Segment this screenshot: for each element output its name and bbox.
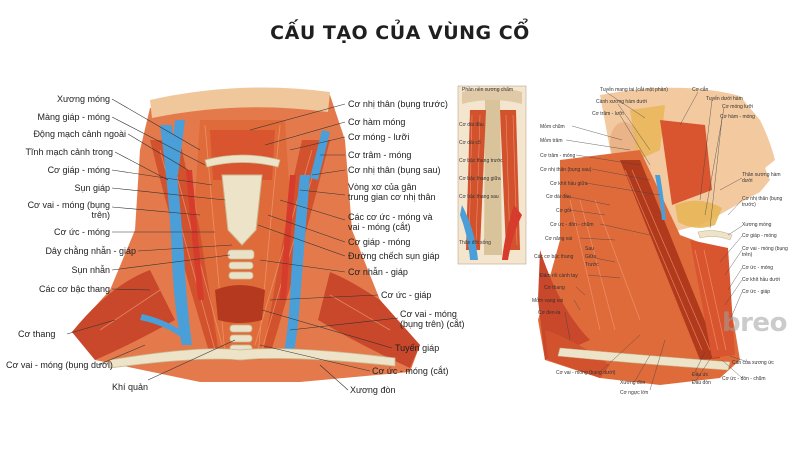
rd-right-4: Cơ vai - móng (bụng trên) [742,246,788,258]
rd-bottom-6: Cán của xương ức [732,360,774,366]
rd-left-0: Mỏm chũm [540,124,565,130]
inset-label-top: Phần nền xương chẩm [462,87,514,93]
label-day-chang-nhan-giap: Dây chằng nhẫn - giáp [45,246,136,256]
rd-left-15: Mỏm vạng vai [532,298,564,304]
label-cac-co-bac-thang: Các cơ bậc thang [39,284,110,294]
rd-top-5: Cơ móng lưỡi [722,104,754,110]
label-sun-giap: Sụn giáp [74,183,110,193]
inset-label-1: Cơ dài cổ [459,140,481,146]
label-co-uc-mong: Cơ ức - móng [54,227,110,237]
label-co-vai-mong-bung-tren: Cơ vai - móng (bụng trên) [27,200,110,220]
rd-left-11: Giữa [585,254,597,260]
rd-right-3: Cơ giáp - móng [742,233,777,239]
rd-top-1: Cơ cắn [692,87,709,93]
label-co-tram-mong: Cơ trâm - móng [348,150,412,160]
rd-bottom-5: Cơ ức - đòn - chũm [722,376,766,382]
inset-label-0: Cơ dài đầu [459,122,484,128]
page-title: CẤU TẠO CỦA VÙNG CỔ [270,22,530,44]
rd-left-7: Cơ ức - đòn - chũm [550,222,594,228]
inset-label-3: Cơ bậc thang giữa [459,176,501,182]
label-khi-quan: Khí quản [112,382,149,392]
label-duong-chech-sun-giap: Đường chếch sụn giáp [348,251,440,261]
label-xuong-don: Xương đòn [350,385,396,395]
rd-left-14: Cơ thang [544,285,565,291]
rd-top-0: Tuyến mang tai (cắt một phần) [600,87,668,93]
rd-right-7: Cơ ức - giáp [742,289,771,295]
rd-left-8: Cơ nâng vai [545,236,573,242]
rd-bottom-0: Cơ vai - móng (bụng dưới) [556,370,616,376]
rd-bottom-2: Cơ ngực lớn [620,390,649,396]
label-co-vai-mong-bung-tren-cat: Cơ vai - móng (bụng trên) (cắt) [400,309,465,329]
label-tuyen-giap: Tuyến giáp [395,343,440,353]
inset-label-5: Thân đốt sống [459,240,491,246]
rd-right-5: Cơ ức - móng [742,265,774,271]
rd-left-4: Cơ khít hầu giữa [550,181,588,187]
label-xuong-mong: Xương móng [57,94,110,104]
rd-right-2: Xương móng [742,222,772,228]
rd-right-0: Thân xương hàm dưới [742,172,781,184]
rd-left-2: Cơ trâm - móng [540,153,576,159]
label-sun-nhan: Sụn nhẫn [71,265,110,275]
inset-label-2: Cơ bậc thang trước [459,158,503,164]
rd-right-6: Cơ khít hầu dưới [742,277,780,283]
label-co-ham-mong: Cơ hàm móng [348,117,406,127]
rd-left-12: Trước [585,262,599,268]
rd-top-4: Cơ trâm - lưỡi [592,111,624,117]
label-co-giap-mong: Cơ giáp - móng [47,165,110,175]
label-cac-co-uc-mong-va-vai-mong: Các cơ ức - móng và vai - móng (cắt) [348,212,433,232]
label-co-uc-mong-cat: Cơ ức - móng (cắt) [372,366,449,376]
label-co-nhan-giap: Cơ nhẫn - giáp [348,267,408,277]
label-co-mong-luoi: Cơ móng - lưỡi [348,132,410,142]
leader-lines-right [564,91,749,391]
lateral-neck-view [538,87,775,385]
inset-label-4: Cơ bậc thang sau [459,194,499,200]
rd-right-1: Cơ nhị thân (bụng trước) [742,196,783,208]
rd-bottom-4: Đầu đòn [692,380,711,386]
rd-top-6: Cơ hàm - móng [720,114,755,120]
rd-left-3: Cơ nhị thân (bụng sau) [540,167,592,173]
inset-view [457,85,527,265]
label-co-thang: Cơ thang [18,329,56,339]
rd-left-5: Cơ dài đầu [546,194,571,200]
label-dong-mach-canh-ngoai: Động mạch cảnh ngoài [33,129,126,139]
label-co-uc-giap: Cơ ức - giáp [381,290,432,300]
label-co-vai-mong-bung-duoi: Cơ vai - móng (bụng dưới) [6,360,113,370]
rd-left-16: Cơ đen-ta [538,310,561,316]
label-co-nhi-than-bung-truoc: Cơ nhị thân (bụng trước) [348,99,448,109]
label-co-giap-mong-right: Cơ giáp - móng [348,237,411,247]
rd-left-6: Cơ gối [556,208,571,214]
rd-top-3: Tuyến dưới hàm [706,96,743,102]
label-tinh-mach-canh-trong: Tĩnh mạch cảnh trong [25,147,113,157]
brand-logo: breo [722,308,787,338]
rd-left-10: Sau [585,246,594,252]
label-co-nhi-than-bung-sau: Cơ nhị thân (bụng sau) [348,165,441,175]
label-mang-giap-mong: Màng giáp - móng [37,112,110,122]
rd-bottom-3: Đầu ức [692,372,709,378]
rd-top-2: Cành xương hàm dưới [596,99,648,105]
rd-left-9: Các cơ bậc thang [534,254,574,260]
leader-lines [66,98,399,391]
rd-left-1: Mỏm trâm [540,138,563,144]
rd-left-13: Đám rối cánh tay [540,273,578,279]
label-vong-xo: Vòng xơ của gân trung gian cơ nhị thân [348,182,436,202]
rd-bottom-1: Xương đòn [620,380,646,386]
